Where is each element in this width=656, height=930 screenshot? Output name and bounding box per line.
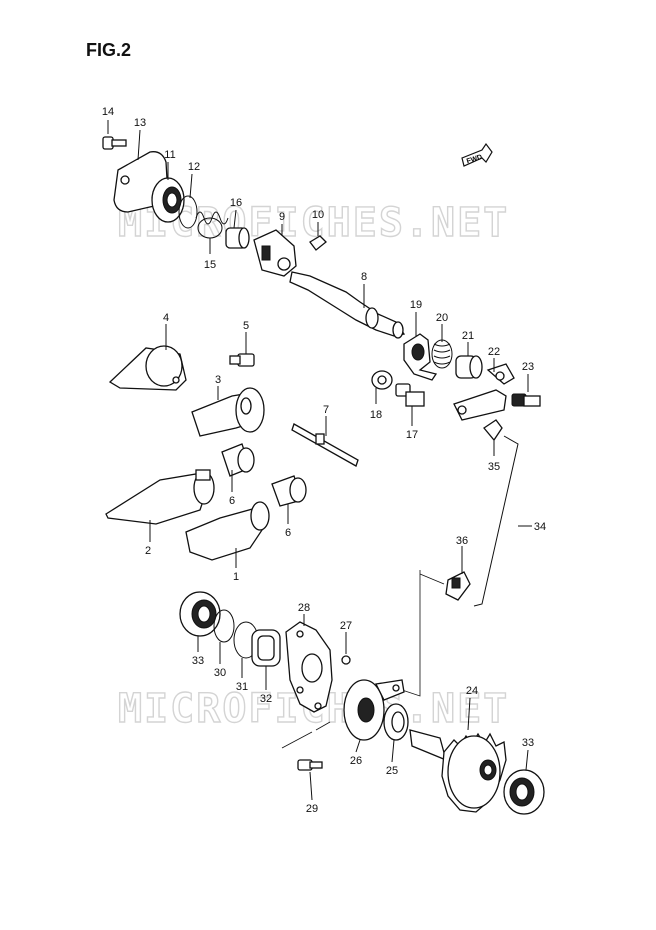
callout-9: 9 bbox=[279, 211, 285, 223]
callout-25: 25 bbox=[386, 765, 398, 777]
part-bracket-19 bbox=[403, 333, 438, 381]
part-bushing-21 bbox=[455, 355, 483, 379]
part-gear-24 bbox=[409, 729, 507, 813]
callout-11: 11 bbox=[164, 149, 175, 161]
callout-31: 31 bbox=[236, 681, 248, 693]
part-cover-28 bbox=[285, 621, 333, 713]
callout-22: 22 bbox=[488, 346, 500, 358]
part-lever-plate bbox=[453, 389, 507, 421]
callout-28: 28 bbox=[298, 602, 310, 614]
part-collar-6b bbox=[271, 475, 307, 507]
callout-1: 1 bbox=[233, 571, 239, 583]
part-bearing-33a bbox=[179, 591, 221, 637]
part-oring-12 bbox=[178, 195, 198, 229]
part-bolt-23 bbox=[511, 393, 541, 407]
part-pin-7 bbox=[291, 423, 359, 467]
callout-35: 35 bbox=[488, 461, 500, 473]
part-collar-16 bbox=[225, 227, 250, 249]
part-bearing-33b bbox=[503, 769, 545, 815]
callout-10: 10 bbox=[312, 209, 324, 221]
part-valve-2 bbox=[105, 469, 215, 525]
callout-27: 27 bbox=[340, 620, 352, 632]
part-pin-10 bbox=[309, 235, 327, 251]
callout-24: 24 bbox=[466, 685, 478, 697]
callout-15: 15 bbox=[204, 259, 216, 271]
part-valve-4 bbox=[108, 345, 187, 391]
callout-19: 19 bbox=[410, 299, 422, 311]
fwd-label: FWD bbox=[466, 154, 483, 166]
callout-5: 5 bbox=[243, 320, 249, 332]
callout-33b: 33 bbox=[522, 737, 534, 749]
callout-29: 29 bbox=[306, 803, 318, 815]
part-ball-27 bbox=[341, 655, 351, 665]
part-plate-22 bbox=[486, 363, 515, 385]
callout-3: 3 bbox=[215, 374, 221, 386]
callout-8: 8 bbox=[361, 271, 367, 283]
callout-7: 7 bbox=[323, 404, 329, 416]
callout-17: 17 bbox=[406, 429, 418, 441]
callout-13: 13 bbox=[134, 117, 146, 129]
part-fork-9 bbox=[253, 229, 297, 277]
callout-4: 4 bbox=[163, 312, 169, 324]
part-bolt-14 bbox=[102, 136, 127, 150]
part-clip-35 bbox=[483, 419, 503, 442]
callout-6b: 6 bbox=[285, 527, 291, 539]
callout-6a: 6 bbox=[229, 495, 235, 507]
callout-36: 36 bbox=[456, 535, 468, 547]
callout-33a: 33 bbox=[192, 655, 204, 667]
callout-23: 23 bbox=[522, 361, 534, 373]
callout-14: 14 bbox=[102, 106, 114, 118]
callout-12: 12 bbox=[188, 161, 200, 173]
part-collar-6a bbox=[221, 443, 255, 477]
callout-32: 32 bbox=[260, 693, 272, 705]
part-clip-36 bbox=[445, 571, 471, 601]
part-circlip-30 bbox=[213, 609, 235, 643]
callout-34: 34 bbox=[534, 521, 546, 533]
callout-21: 21 bbox=[462, 330, 474, 342]
callout-30: 30 bbox=[214, 667, 226, 679]
callout-16: 16 bbox=[230, 197, 242, 209]
part-shaft-8 bbox=[289, 271, 406, 339]
part-valve-1 bbox=[185, 501, 270, 561]
callout-18: 18 bbox=[370, 409, 382, 421]
callout-2: 2 bbox=[145, 545, 151, 557]
part-washer-25 bbox=[383, 703, 409, 741]
part-screw-29 bbox=[297, 759, 323, 771]
part-gasket-32 bbox=[251, 629, 281, 667]
forward-arrow-icon: FWD bbox=[461, 142, 493, 167]
part-bolt-5 bbox=[229, 353, 255, 367]
part-spring-20 bbox=[431, 339, 453, 369]
part-valve-3 bbox=[191, 387, 265, 437]
callout-20: 20 bbox=[436, 312, 448, 324]
part-bolt-17 bbox=[395, 383, 425, 407]
figure-title: FIG.2 bbox=[86, 40, 132, 60]
part-rod-34 bbox=[473, 435, 519, 607]
callout-26: 26 bbox=[350, 755, 362, 767]
part-plate-26 bbox=[343, 679, 405, 741]
